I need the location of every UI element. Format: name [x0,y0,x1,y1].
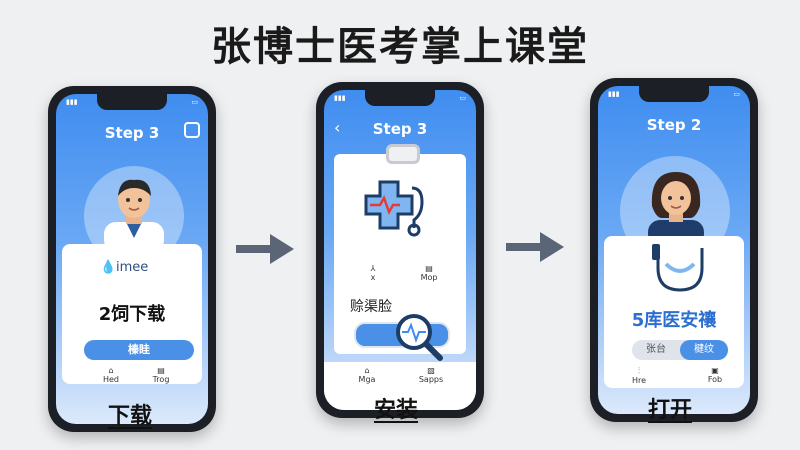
phone-open: ▮▮▮ ▭ Step 2 5库医安禳 张台 楗纹 ⫶Hre ▣Fob [590,78,758,422]
doctor-avatar [104,179,164,252]
page-title: 张博士医考掌上课堂 [211,24,589,70]
nav-tools-label: Trog [152,375,170,384]
nav-food-icon[interactable]: ▣Fob [707,366,723,384]
nav-home-label: Hed [102,375,119,384]
clipboard-card: ⅄x ▤Mop 赊渠脸 [334,144,466,354]
download-card: 💧 imee 2饲下载 榛眭 [62,244,202,384]
phone-screen: ▮▮▮ ▭ Step 3 💧 imee 2饲下载 榛眭 ⌂Hed ▤Trog [56,94,208,424]
nav-tools-icon[interactable]: ▤Trog [152,366,170,384]
nav-home-icon[interactable]: ⫶Hre [631,366,647,385]
phone-notch [639,86,709,102]
menu-icon[interactable] [184,122,200,138]
nav-label: Fob [707,375,723,384]
icon-label: Mop [420,273,438,282]
option-left[interactable]: 张台 [646,344,666,355]
arrow-right-icon [506,232,564,262]
phone-install: ▮▮▮ ▭ ‹ Step 3 ⅄x ▤Mop 赊渠脸 ⌂Mga ▧Sapps [316,82,484,418]
nav-label: Sapps [418,375,444,384]
open-card: 5库医安禳 张台 楗纹 ⫶Hre ▣Fob [604,236,744,388]
brand-logo-icon: 💧 [100,260,117,275]
map-small-icon[interactable]: ▤Mop [420,264,438,282]
magnifier-icon [396,314,443,361]
medical-cross-icon [364,180,424,237]
nav-home-icon[interactable]: ⌂Hed [102,366,119,384]
phone-notch [365,90,435,106]
phone-download: ▮▮▮ ▭ Step 3 💧 imee 2饲下载 榛眭 ⌂Hed ▤Trog [48,86,216,432]
arrow-right-icon [236,234,294,264]
status-battery-icon: ▭ [459,94,466,102]
caption-open: 打开 [648,398,693,423]
back-icon[interactable]: ‹ [334,118,341,137]
caption-download: 下载 [108,404,153,429]
brand-name: imee [116,260,149,275]
option-right[interactable]: 楗纹 [680,340,728,360]
caption-install: 安装 [374,398,419,423]
clipboard-clip [386,144,420,164]
status-signal-icon: ▮▮▮ [334,94,346,102]
nav-map-icon[interactable]: ⌂Mga [358,366,376,384]
step-label: Step 3 [372,120,428,138]
phone-notch [97,94,167,110]
status-signal-icon: ▮▮▮ [66,98,78,106]
bottom-nav: ⌂Mga ▧Sapps [324,362,476,410]
toggle-group: 张台 楗纹 [632,340,728,360]
phone-screen: ▮▮▮ ▭ Step 2 5库医安禳 张台 楗纹 ⫶Hre ▣Fob [598,86,750,414]
nav-apps-icon[interactable]: ▧Sapps [418,366,444,384]
step-label: Step 2 [646,116,702,134]
stethoscope-icon [652,244,704,292]
nav-label: Hre [631,376,647,385]
phone-screen: ▮▮▮ ▭ ‹ Step 3 ⅄x ▤Mop 赊渠脸 ⌂Mga ▧Sapps [324,90,476,410]
download-button[interactable]: 榛眭 [84,340,194,360]
step-label: Step 3 [104,124,160,142]
close-small-icon[interactable]: ⅄x [370,264,376,282]
install-text: 赊渠脸 [350,299,392,315]
nav-label: Mga [358,375,376,384]
user-avatar [648,172,704,246]
status-battery-icon: ▭ [191,98,198,106]
open-text: 5库医安禳 [631,310,717,331]
download-text: 2饲下载 [98,304,166,325]
icon-label: x [370,273,376,282]
status-signal-icon: ▮▮▮ [608,90,620,98]
status-battery-icon: ▭ [733,90,740,98]
